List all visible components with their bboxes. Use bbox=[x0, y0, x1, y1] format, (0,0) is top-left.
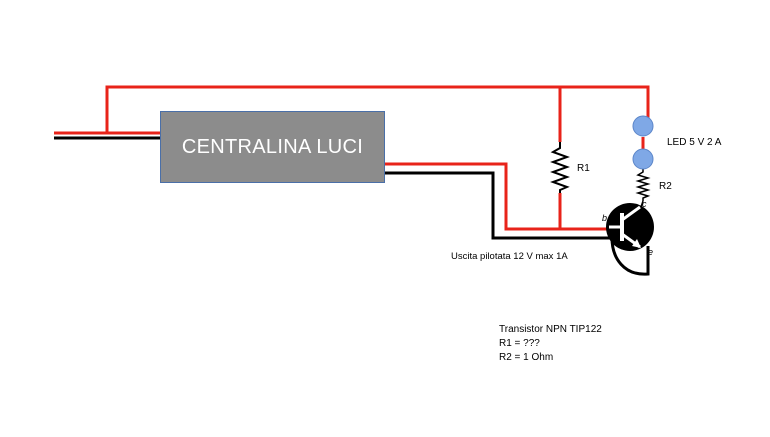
note-r1: R1 = ??? bbox=[499, 338, 540, 349]
note-transistor: Transistor NPN TIP122 bbox=[499, 324, 602, 335]
red-top-rail bbox=[105, 85, 650, 133]
component-notes: Transistor NPN TIP122 R1 = ??? R2 = 1 Oh… bbox=[499, 323, 602, 365]
led-bottom bbox=[632, 148, 654, 170]
black-emitter-return bbox=[610, 237, 650, 276]
r2-label: R2 bbox=[659, 181, 672, 192]
control-unit-box: CENTRALINA LUCI bbox=[160, 111, 385, 183]
r2-resistor bbox=[635, 168, 651, 201]
red-output-wire bbox=[385, 162, 612, 231]
transistor-base-label: b bbox=[602, 213, 608, 223]
note-r2: R2 = 1 Ohm bbox=[499, 352, 554, 363]
led-top bbox=[632, 115, 654, 137]
r1-label: R1 bbox=[577, 163, 590, 174]
transistor-npn-symbol bbox=[606, 200, 654, 251]
black-output-wire bbox=[385, 171, 612, 240]
control-unit-label: CENTRALINA LUCI bbox=[181, 135, 364, 158]
transistor-emitter-label: e bbox=[648, 247, 654, 257]
output-label: Uscita pilotata 12 V max 1A bbox=[451, 251, 568, 262]
transistor-collector-label: c bbox=[642, 199, 647, 209]
r1-resistor bbox=[550, 142, 570, 193]
led-label: LED 5 V 2 A bbox=[667, 137, 722, 148]
